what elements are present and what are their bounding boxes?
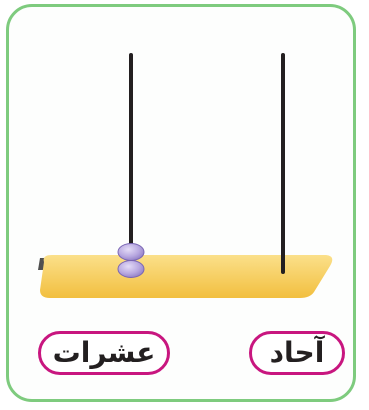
label-ones: آحاد bbox=[249, 331, 345, 375]
bead bbox=[118, 244, 144, 261]
label-tens-text: عشرات bbox=[53, 339, 156, 367]
bead bbox=[118, 261, 144, 278]
label-ones-text: آحاد bbox=[270, 339, 325, 367]
abacus bbox=[0, 0, 369, 320]
abacus-base bbox=[40, 255, 332, 298]
label-tens: عشرات bbox=[38, 331, 170, 375]
